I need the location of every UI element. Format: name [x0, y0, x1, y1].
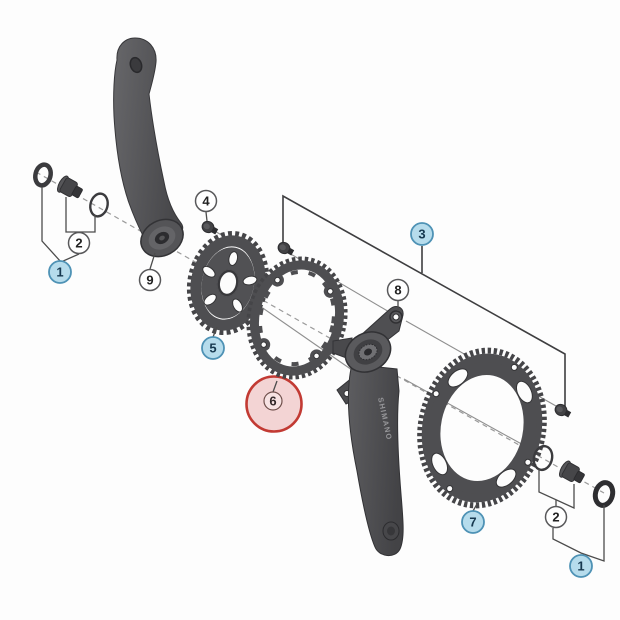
small-chainring — [186, 230, 270, 336]
explosion-axis-line — [35, 171, 605, 494]
spindle-boss — [344, 331, 392, 373]
washer-right-outer — [592, 480, 616, 508]
callout-3[interactable]: 3 — [410, 222, 434, 246]
callout-2-right[interactable]: 2 — [544, 505, 568, 529]
callout-1-left-bracket — [41, 187, 80, 263]
fixing-bolt-3-left — [277, 241, 295, 256]
callout-9[interactable]: 9 — [138, 268, 162, 292]
callout-3-bracket — [282, 194, 566, 407]
large-chainring — [417, 347, 547, 509]
svg-text:9: 9 — [146, 273, 153, 288]
crank-bolt-right — [559, 460, 585, 484]
svg-text:6: 6 — [269, 394, 276, 409]
fixing-bolt-3-right — [554, 403, 572, 418]
callout-1-right-bracket — [552, 505, 605, 562]
callout-7[interactable]: 7 — [461, 510, 485, 534]
callout-8[interactable]: 8 — [386, 278, 410, 302]
callout-2-right-bracket — [538, 469, 575, 510]
callout-connectors — [149, 211, 478, 512]
washer-left-inner — [89, 192, 109, 218]
crank-bolt-left — [57, 175, 83, 199]
svg-text:1: 1 — [577, 559, 584, 574]
fixing-bolt-4 — [201, 220, 219, 235]
washer-right-inner — [532, 444, 554, 472]
callout-1-left[interactable]: 1 — [48, 260, 72, 284]
svg-text:1: 1 — [56, 265, 63, 280]
callout-4[interactable]: 4 — [194, 189, 218, 213]
svg-text:2: 2 — [552, 510, 559, 525]
svg-text:5: 5 — [209, 341, 216, 356]
svg-text:7: 7 — [469, 515, 476, 530]
left-crank-arm — [113, 37, 184, 258]
crank-arm-body — [347, 363, 404, 556]
svg-text:3: 3 — [418, 227, 425, 242]
spindle-socket — [140, 218, 184, 258]
callout-1-right[interactable]: 1 — [569, 554, 593, 578]
middle-chainring — [246, 256, 348, 380]
callout-5[interactable]: 5 — [201, 336, 225, 360]
washer-left-outer — [33, 162, 53, 188]
pedal-hole — [129, 56, 143, 74]
callout-2-left[interactable]: 2 — [67, 231, 91, 255]
right-crank-arm: SHIMANO — [332, 306, 404, 556]
callout-6-highlighted[interactable]: 6 — [263, 391, 283, 411]
svg-text:2: 2 — [75, 236, 82, 251]
svg-text:8: 8 — [394, 283, 401, 298]
svg-text:4: 4 — [202, 194, 210, 209]
highlight-circle — [245, 375, 303, 433]
